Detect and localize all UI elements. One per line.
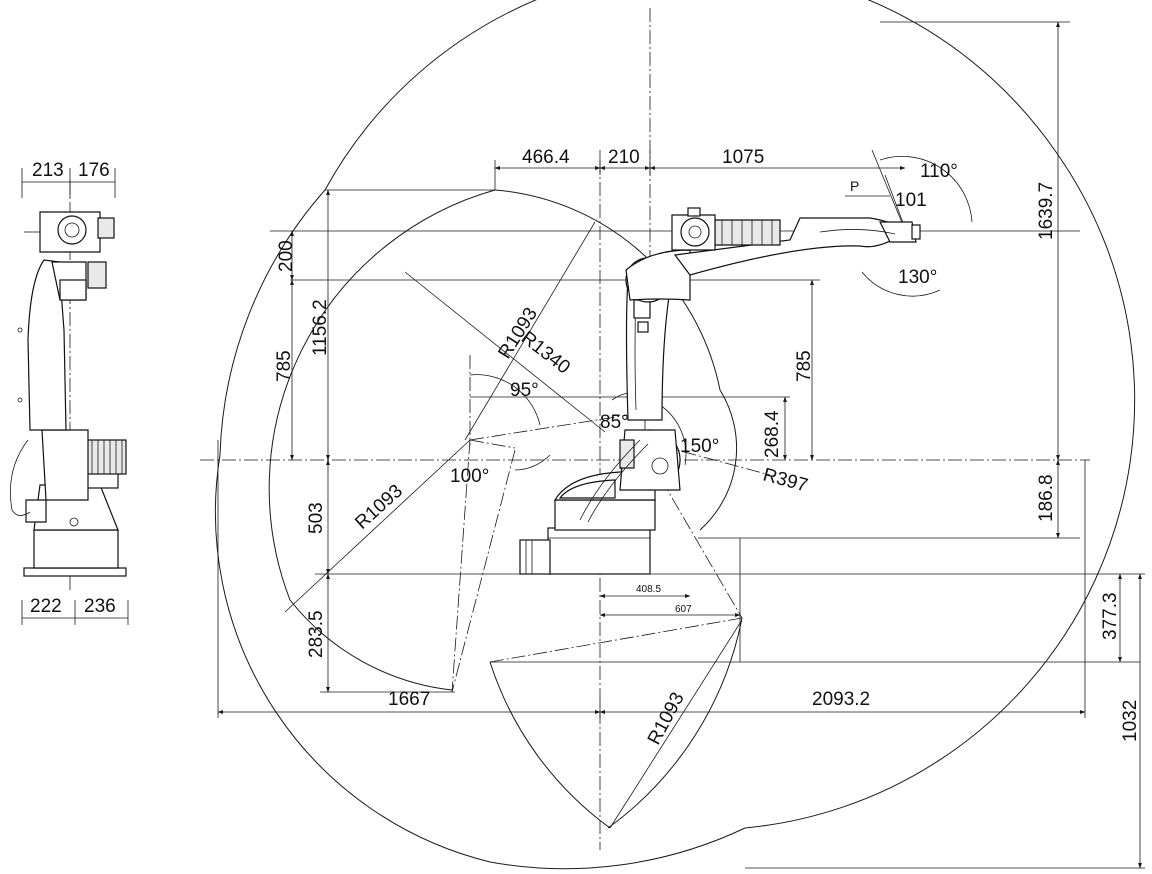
dimension-lines: [21, 21, 1142, 869]
dim-408: 408.5: [636, 584, 661, 595]
dim-side-top-left: 213: [32, 160, 64, 181]
dim-85-deg: 85°: [600, 412, 629, 433]
center-lines: [200, 8, 1090, 850]
dim-1032: 1032: [1120, 700, 1141, 742]
dim-100-deg: 100°: [450, 466, 489, 487]
dim-1639: 1639.7: [1036, 182, 1057, 240]
workspace-envelope: [214, 0, 1136, 870]
dim-283: 283.5: [306, 610, 327, 658]
dim-p-label: P: [850, 178, 859, 194]
dim-607: 607: [675, 604, 692, 615]
dim-785-left: 785: [274, 350, 295, 382]
dim-95-deg: 95°: [510, 380, 539, 401]
dim-1156: 1156.2: [310, 299, 331, 356]
dim-466: 466.4: [522, 147, 570, 168]
dim-side-bottom-right: 236: [84, 596, 116, 617]
dim-101: 101: [895, 190, 927, 211]
dim-r1340: R1340: [517, 327, 574, 378]
dim-1667: 1667: [388, 689, 430, 710]
dim-r1093-left: R1093: [351, 481, 407, 534]
robot-side-view: [9, 180, 127, 590]
dim-268: 268.4: [762, 410, 783, 458]
dim-r397: R397: [761, 465, 810, 497]
dim-186: 186.8: [1036, 474, 1057, 522]
dim-1075: 1075: [722, 147, 764, 168]
dim-110-deg: 110°: [920, 161, 958, 182]
dim-130-deg: 130°: [898, 267, 937, 288]
dim-200: 200: [276, 240, 297, 272]
dim-150-deg: 150°: [680, 436, 719, 457]
dim-side-top-right: 176: [78, 160, 110, 181]
robot-main-view: [519, 207, 921, 575]
dim-503: 503: [306, 502, 327, 534]
dim-785-right: 785: [794, 350, 815, 382]
dim-377: 377.3: [1100, 592, 1121, 640]
dim-r1093-lower: R1093: [644, 689, 689, 748]
dim-2093: 2093.2: [812, 689, 870, 710]
dim-210: 210: [608, 147, 640, 168]
dim-side-bottom-left: 222: [30, 596, 62, 617]
